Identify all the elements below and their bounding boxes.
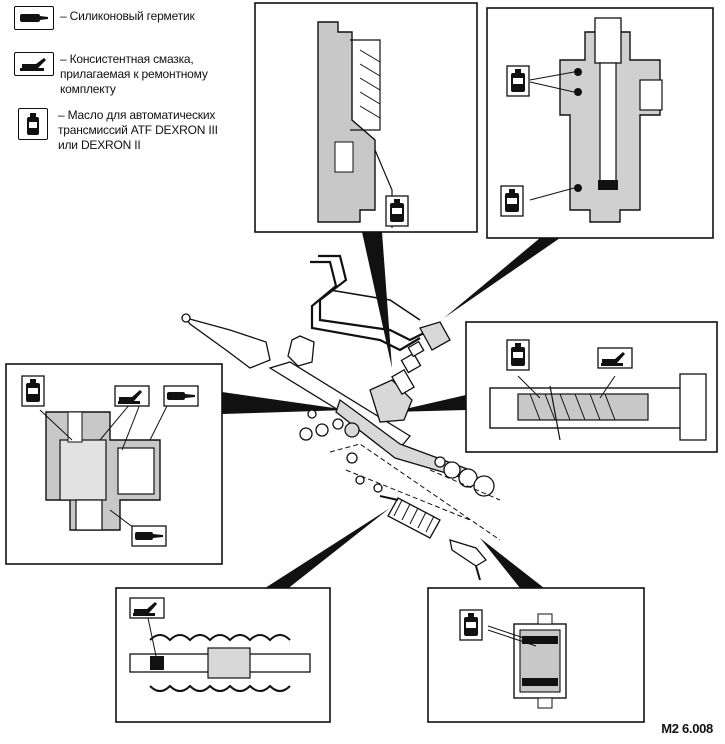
grease-tube-icon: [129, 597, 165, 619]
detail-box-boot: [115, 587, 331, 723]
legend-text: – Силиконовый герметик: [60, 9, 195, 23]
detail-box-pinion-housing: [5, 363, 223, 565]
silicone-sealant-tube-icon: [14, 6, 54, 30]
detail-box-rack-tube: [465, 321, 718, 453]
atf-oil-bottle-icon: [506, 339, 530, 371]
callout-pointers: [222, 232, 560, 590]
silicone-sealant-tube-icon: [163, 385, 199, 407]
exploded-rack-assembly: [181, 254, 501, 581]
legend-grease: – Консистентная смазка, прилагаемая к ре…: [14, 52, 208, 97]
detail-box-housing-section: [254, 2, 478, 233]
legend-silicone-sealant: – Силиконовый герметик: [14, 6, 195, 30]
figure-code: M2 6.008: [661, 721, 713, 736]
grease-tube-icon: [114, 385, 150, 407]
atf-oil-bottle-icon: [385, 195, 409, 227]
legend-text: – Масло для автоматических трансмиссий A…: [58, 108, 218, 152]
legend-text: – Консистентная смазка, прилагаемая к ре…: [60, 52, 208, 96]
detail-box-valve-body: [486, 7, 714, 239]
atf-oil-bottle-icon: [18, 108, 48, 140]
legend-atf-oil: – Масло для автоматических трансмиссий A…: [14, 108, 218, 153]
atf-oil-bottle-icon: [506, 65, 530, 97]
detail-box-bushing: [427, 587, 645, 723]
atf-oil-bottle-icon: [459, 609, 483, 641]
grease-tube-icon: [14, 52, 54, 76]
atf-oil-bottle-icon: [21, 375, 45, 407]
grease-tube-icon: [597, 347, 633, 369]
atf-oil-bottle-icon: [500, 185, 524, 217]
silicone-sealant-tube-icon: [131, 525, 167, 547]
